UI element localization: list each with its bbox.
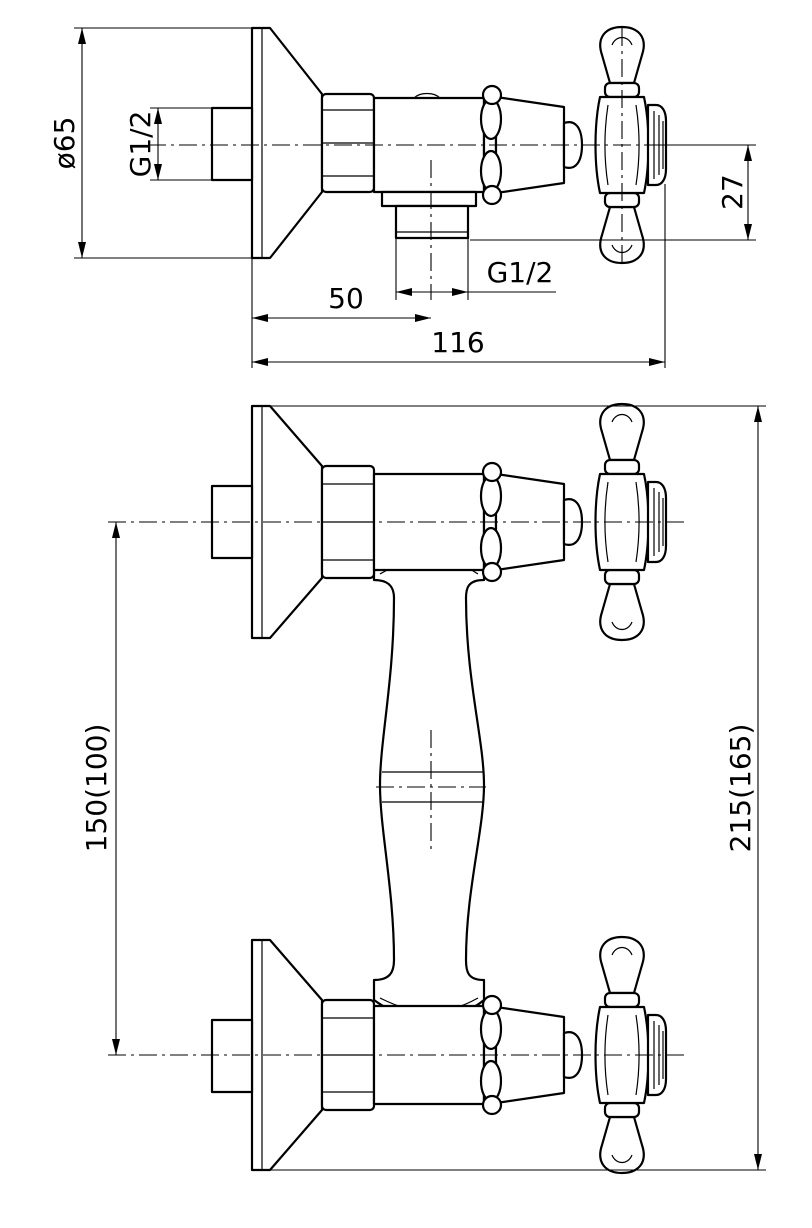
dim-depth-50-label: 50 [328, 282, 364, 315]
dim-spacing-label: 150(100) [80, 724, 113, 853]
dim-offset-27: 27 [470, 144, 756, 241]
dim-depth-116-label: 116 [431, 326, 484, 359]
dim-offset-label: 27 [716, 174, 749, 210]
dim-diameter-label: ø65 [48, 117, 81, 170]
dim-diameter-65: ø65 [48, 27, 252, 259]
dim-thread-inlet-label: G1/2 [124, 111, 157, 178]
inlet-stub [210, 106, 254, 182]
dim-depth-50: 50 [251, 258, 431, 368]
dim-spacing-150: 150(100) [80, 522, 120, 1055]
dim-thread-inlet: G1/2 [124, 107, 212, 181]
outlet-fitting [394, 204, 470, 240]
dim-height-215: 215(165) [252, 405, 766, 1171]
mixer-column [372, 548, 486, 1020]
front-view [108, 402, 684, 1175]
dim-thread-outlet-label: G1/2 [487, 256, 554, 289]
top-view [148, 25, 694, 300]
dim-thread-outlet: G1/2 [395, 238, 556, 300]
dim-depth-116: 116 [252, 184, 666, 368]
dim-height-label: 215(165) [724, 724, 757, 853]
